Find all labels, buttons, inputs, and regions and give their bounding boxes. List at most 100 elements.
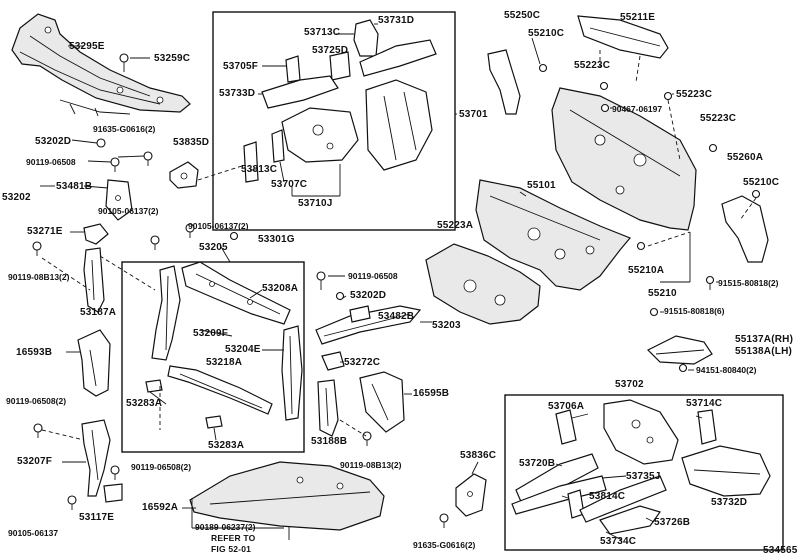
label-53482b: 53482B <box>378 311 415 322</box>
label-53734c: 53734C <box>600 536 637 547</box>
label-91635-g0616-bottom: 91635-G0616(2) <box>413 540 476 550</box>
label-55138a-lh: 55138A(LH) <box>735 346 793 357</box>
label-55210c-right: 55210C <box>743 177 780 188</box>
label-90105-06137-bottom: 90105-06137 <box>8 528 59 538</box>
radiator-support-53209f <box>151 265 181 361</box>
label-90119-08b13-left: 90119-08B13(2) <box>8 272 70 282</box>
label-53218a: 53218A <box>206 357 243 368</box>
bracket-55250c <box>487 49 521 115</box>
label-90105-06137-a: 90105-06137(2) <box>98 206 159 216</box>
label-53706a: 53706A <box>548 401 585 412</box>
reference-note-line2: FIG 52-01 <box>211 544 252 554</box>
label-53203: 53203 <box>432 320 461 331</box>
label-53731d: 53731D <box>378 15 415 26</box>
group-frame-53205 <box>121 261 305 453</box>
right-top-fasteners <box>538 63 761 373</box>
label-53701: 53701 <box>459 109 488 120</box>
label-53481b: 53481B <box>56 181 93 192</box>
label-55211e: 55211E <box>620 12 656 23</box>
label-53714c: 53714C <box>686 398 723 409</box>
brackets-53283a <box>145 379 223 429</box>
label-53117e: 53117E <box>79 512 115 523</box>
label-90119-06508-2-center: 90119-06508(2) <box>131 462 192 472</box>
air-guide-16595b <box>359 371 405 433</box>
label-55223c-c: 55223C <box>700 113 737 124</box>
label-53702: 53702 <box>615 379 644 390</box>
label-55210a: 55210A <box>628 265 665 276</box>
label-90105-06137-b: 90105-06137(2) <box>188 221 249 231</box>
bracket-53481b <box>105 179 133 221</box>
label-91635-g0616-top: 91635-G0616(2) <box>93 124 156 134</box>
label-90467-06197: 90467-06197 <box>612 104 663 114</box>
label-53283a-b: 53283A <box>208 440 245 451</box>
label-53295e: 53295E <box>69 41 105 52</box>
silencer-55223a <box>425 243 541 325</box>
label-94151-80840: 94151-80840(2) <box>696 365 757 375</box>
label-53707c: 53707C <box>271 179 308 190</box>
label-91515-80818-6: 91515-80818(6) <box>664 306 725 316</box>
label-16595b: 16595B <box>413 388 450 399</box>
label-53705f: 53705F <box>223 61 259 72</box>
under-cover-16592a <box>189 461 385 531</box>
label-53187a: 53187A <box>80 307 117 318</box>
group-frame-53701 <box>212 11 456 231</box>
label-53283a-a: 53283A <box>126 398 163 409</box>
label-53732d: 53732D <box>711 497 748 508</box>
lower-support-53207f <box>81 419 111 497</box>
bracket-53271e <box>83 223 109 245</box>
side-support-53187a <box>83 247 105 313</box>
dash-panel-55101 <box>475 179 631 291</box>
label-53710j: 53710J <box>298 198 333 209</box>
reference-note-line1: REFER TO <box>211 533 256 543</box>
label-53735j: 53735J <box>626 471 661 482</box>
figure-number: 534565 <box>763 545 798 556</box>
label-53209f: 53209F <box>193 328 229 339</box>
label-53207f: 53207F <box>17 456 53 467</box>
label-90119-06508-2-left: 90119-06508(2) <box>6 396 67 406</box>
label-53720b: 53720B <box>519 458 556 469</box>
label-55223c-a: 55223C <box>574 60 611 71</box>
bracket-53835d <box>169 161 199 189</box>
hood-lock-support-drawing <box>11 13 191 117</box>
label-53204e: 53204E <box>225 344 261 355</box>
label-16593b: 16593B <box>16 347 53 358</box>
bracket-53117e <box>103 483 123 503</box>
label-53836c: 53836C <box>460 450 497 461</box>
left-fasteners <box>32 138 239 510</box>
label-55223c-b: 55223C <box>676 89 713 100</box>
label-53259c: 53259C <box>154 53 191 64</box>
bracket-53272c <box>321 351 345 371</box>
label-55137a-rh: 55137A(RH) <box>735 334 794 345</box>
label-53272c: 53272C <box>344 357 381 368</box>
apron-parts-53702-group <box>511 399 771 535</box>
bolt-53259c <box>119 53 129 72</box>
apron-parts-53701-group <box>243 19 437 183</box>
label-53271e: 53271E <box>27 226 63 237</box>
label-53814c: 53814C <box>589 491 626 502</box>
label-55250c: 55250C <box>504 10 541 21</box>
label-55223a: 55223A <box>437 220 474 231</box>
support-53188b <box>317 379 339 437</box>
label-90119-06508-right: 90119-06508 <box>348 271 398 281</box>
group-frame-53702 <box>504 394 784 551</box>
label-91515-80818-2: 91515-80818(2) <box>718 278 779 288</box>
bracket-53482b <box>349 305 371 323</box>
label-53301g: 53301G <box>258 234 295 245</box>
label-55101: 55101 <box>527 180 556 191</box>
dash-insulator-55210 <box>551 87 697 231</box>
upper-support-53208a <box>181 261 291 325</box>
air-guide-16593b <box>77 329 111 397</box>
bracket-55260a <box>721 195 769 263</box>
label-53813c: 53813C <box>241 164 278 175</box>
label-53202d-left: 53202D <box>35 136 72 147</box>
label-53733d: 53733D <box>219 88 256 99</box>
label-53202: 53202 <box>2 192 31 203</box>
label-53202d-right: 53202D <box>350 290 387 301</box>
bolt-91635-g0616-bottom <box>439 513 449 528</box>
label-53188b: 53188B <box>311 436 348 447</box>
label-90189-06237: 90189-06237(2) <box>195 522 256 532</box>
bracket-53836c <box>455 473 487 517</box>
label-53205: 53205 <box>199 242 228 253</box>
